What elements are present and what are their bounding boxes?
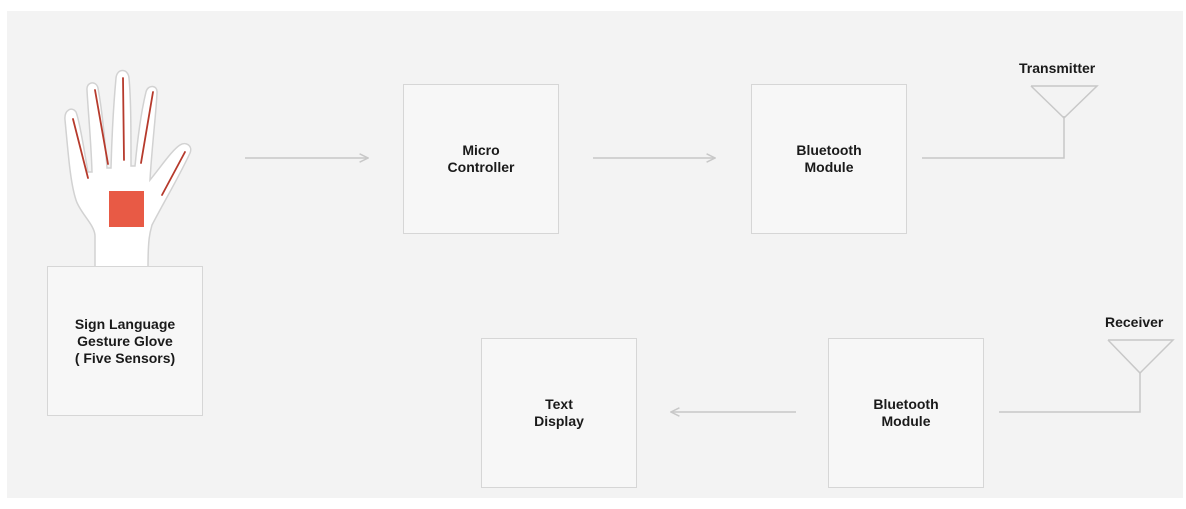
bluetooth-module-rx-box: Bluetooth Module [828, 338, 984, 488]
micro-controller-label: Micro Controller [447, 142, 515, 175]
glove-box: Sign Language Gesture Glove ( Five Senso… [47, 266, 203, 416]
text-display-box: Text Display [481, 338, 637, 488]
bluetooth-module-rx-label: Bluetooth Module [873, 396, 939, 429]
glove-label: Sign Language Gesture Glove ( Five Senso… [74, 315, 176, 366]
text-display-label: Text Display [534, 396, 584, 429]
receiver-label: Receiver [1105, 314, 1164, 330]
bluetooth-module-tx-label: Bluetooth Module [796, 142, 862, 175]
bluetooth-module-tx-box: Bluetooth Module [751, 84, 907, 234]
transmitter-label: Transmitter [1019, 60, 1096, 76]
micro-controller-box: Micro Controller [403, 84, 559, 234]
